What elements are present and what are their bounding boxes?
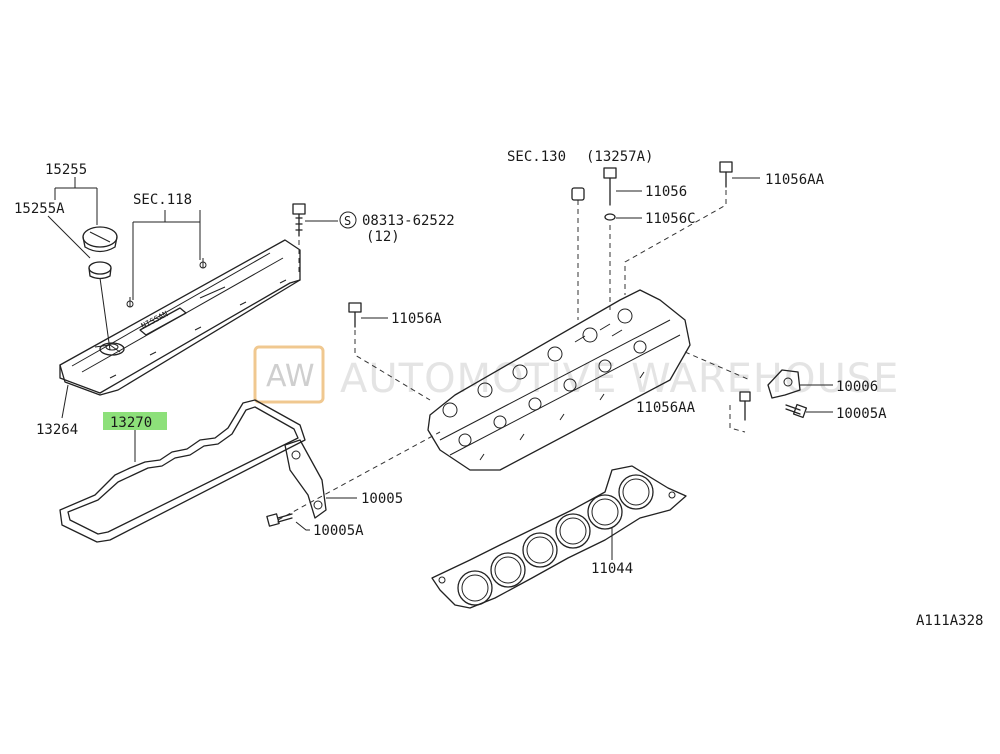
label-11056AA-top[interactable]: 11056AA bbox=[765, 172, 825, 188]
dash-head-left bbox=[277, 431, 441, 521]
label-sec130[interactable]: SEC.130 bbox=[507, 149, 566, 165]
rocker-cover: NISSAN bbox=[59, 239, 301, 396]
highlight-13270 bbox=[103, 412, 167, 430]
bolt-11056 bbox=[603, 167, 617, 221]
dash-11056AA-top bbox=[624, 190, 727, 295]
head-gasket bbox=[431, 465, 687, 609]
label-13264[interactable]: 13264 bbox=[36, 422, 78, 438]
leader-15255A bbox=[47, 215, 91, 259]
label-10005A-right[interactable]: 10005A bbox=[836, 406, 887, 422]
watermark: AW AUTOMOTIVE WAREHOUSE bbox=[253, 345, 899, 404]
plug-13257A bbox=[571, 187, 585, 201]
label-11056AA-mid[interactable]: 11056AA bbox=[636, 400, 696, 416]
oil-filler-cap bbox=[82, 226, 118, 253]
bracket-10005 bbox=[284, 439, 327, 519]
bolt-11056A bbox=[348, 302, 362, 328]
sealant-symbol bbox=[339, 211, 357, 229]
label-11044[interactable]: 11044 bbox=[591, 561, 633, 577]
cylinder-head bbox=[427, 289, 691, 471]
leader-sec118 bbox=[132, 210, 201, 300]
label-10005[interactable]: 10005 bbox=[361, 491, 403, 507]
svg-text:S: S bbox=[344, 214, 351, 228]
bolt-08313 bbox=[292, 203, 306, 237]
dash-head-right bbox=[684, 351, 751, 381]
label-08313-qty: (12) bbox=[366, 229, 400, 245]
leader-10005A-left bbox=[295, 521, 310, 531]
reference-code: A111A328 bbox=[916, 613, 983, 629]
label-08313-62522[interactable]: 08313-62522 bbox=[362, 213, 455, 229]
dash-11056A bbox=[354, 330, 431, 401]
label-11056C[interactable]: 11056C bbox=[645, 211, 696, 227]
label-15255[interactable]: 15255 bbox=[45, 162, 87, 178]
label-10005A-left[interactable]: 10005A bbox=[313, 523, 364, 539]
rocker-cover-gasket bbox=[59, 399, 306, 543]
bracket-10006 bbox=[767, 369, 801, 399]
label-10006[interactable]: 10006 bbox=[836, 379, 878, 395]
dash-11056AA-mid bbox=[729, 405, 746, 433]
leader-15255 bbox=[54, 177, 98, 225]
leader-seal-to-cover bbox=[99, 277, 111, 351]
label-15255A[interactable]: 15255A bbox=[14, 201, 65, 217]
bolt-11056AA-top bbox=[719, 161, 733, 188]
label-13270[interactable]: 13270 bbox=[110, 415, 152, 431]
oil-filler-seal bbox=[88, 261, 112, 280]
leader-13264 bbox=[61, 384, 69, 419]
bolt-10005A-left bbox=[266, 513, 293, 527]
watermark-abbr: AW bbox=[266, 359, 315, 394]
bolt-10005A-right bbox=[785, 403, 808, 419]
label-11056A[interactable]: 11056A bbox=[391, 311, 442, 327]
label-11056[interactable]: 11056 bbox=[645, 184, 687, 200]
watermark-logo-box bbox=[253, 345, 325, 404]
watermark-text: AUTOMOTIVE WAREHOUSE bbox=[340, 356, 899, 402]
label-sec118[interactable]: SEC.118 bbox=[133, 192, 192, 208]
bolt-11056AA-mid bbox=[739, 391, 751, 421]
label-sec130-ref: (13257A) bbox=[586, 149, 653, 165]
